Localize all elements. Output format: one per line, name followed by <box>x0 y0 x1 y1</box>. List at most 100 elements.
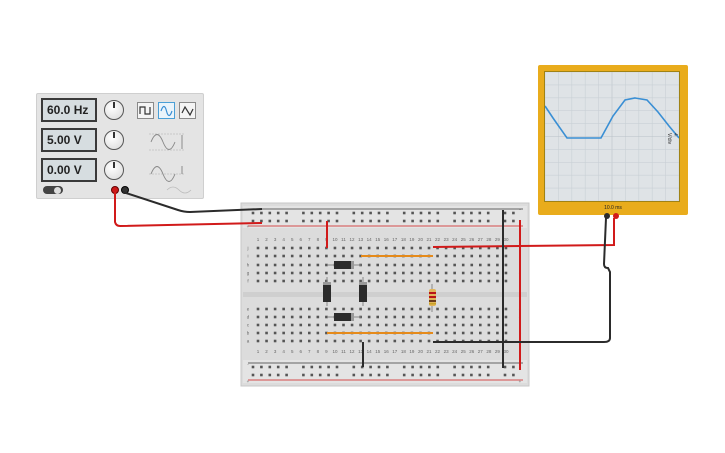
breadboard-hole[interactable] <box>386 365 389 369</box>
breadboard-hole[interactable] <box>327 365 330 369</box>
breadboard-hole[interactable] <box>512 219 515 223</box>
breadboard-hole[interactable] <box>377 211 381 215</box>
breadboard-hole[interactable] <box>496 323 499 327</box>
breadboard-hole[interactable] <box>265 307 268 311</box>
breadboard-hole[interactable] <box>496 331 499 335</box>
breadboard-hole[interactable] <box>308 271 311 275</box>
power-switch[interactable] <box>43 186 63 194</box>
breadboard-hole[interactable] <box>377 365 381 369</box>
breadboard-hole[interactable] <box>453 323 456 327</box>
breadboard-hole[interactable] <box>486 211 490 215</box>
breadboard-hole[interactable] <box>276 365 280 369</box>
breadboard-hole[interactable] <box>428 219 431 223</box>
breadboard-hole[interactable] <box>410 263 414 267</box>
breadboard-hole[interactable] <box>282 271 285 275</box>
breadboard-hole[interactable] <box>402 323 405 327</box>
breadboard-hole[interactable] <box>419 211 423 215</box>
breadboard-hole[interactable] <box>436 254 439 258</box>
breadboard-hole[interactable] <box>359 246 362 250</box>
breadboard-hole[interactable] <box>453 263 456 267</box>
breadboard-hole[interactable] <box>410 307 414 311</box>
breadboard-hole[interactable] <box>410 279 414 283</box>
breadboard-hole[interactable] <box>503 365 507 369</box>
breadboard-hole[interactable] <box>504 331 508 335</box>
breadboard-hole[interactable] <box>350 279 354 283</box>
breadboard-hole[interactable] <box>299 331 303 335</box>
breadboard-hole[interactable] <box>302 219 305 223</box>
breadboard-hole[interactable] <box>273 271 277 275</box>
breadboard-hole[interactable] <box>504 263 508 267</box>
breadboard-hole[interactable] <box>325 263 328 267</box>
breadboard-hole[interactable] <box>299 263 303 267</box>
breadboard-hole[interactable] <box>393 323 397 327</box>
breadboard-hole[interactable] <box>316 315 320 319</box>
breadboard-hole[interactable] <box>444 323 448 327</box>
breadboard-hole[interactable] <box>285 219 288 223</box>
breadboard-hole[interactable] <box>342 271 345 275</box>
breadboard-hole[interactable] <box>316 271 320 275</box>
breadboard-hole[interactable] <box>393 339 397 343</box>
breadboard-hole[interactable] <box>325 254 328 258</box>
breadboard-hole[interactable] <box>310 211 314 215</box>
breadboard-hole[interactable] <box>479 263 482 267</box>
breadboard-hole[interactable] <box>290 246 294 250</box>
breadboard-hole[interactable] <box>367 279 371 283</box>
red-wire-scope[interactable] <box>432 218 615 248</box>
breadboard-hole[interactable] <box>308 323 311 327</box>
breadboard-hole[interactable] <box>470 246 474 250</box>
breadboard-hole[interactable] <box>470 263 474 267</box>
breadboard-hole[interactable] <box>282 331 285 335</box>
breadboard-hole[interactable] <box>276 373 280 377</box>
breadboard-hole[interactable] <box>470 307 474 311</box>
breadboard-hole[interactable] <box>369 219 372 223</box>
breadboard-hole[interactable] <box>461 373 465 377</box>
breadboard-hole[interactable] <box>359 339 362 343</box>
breadboard-hole[interactable] <box>504 279 508 283</box>
breadboard-hole[interactable] <box>419 315 422 319</box>
breadboard-hole[interactable] <box>410 339 414 343</box>
breadboard-hole[interactable] <box>376 246 379 250</box>
breadboard-hole[interactable] <box>290 323 294 327</box>
breadboard-hole[interactable] <box>260 211 263 215</box>
breadboard-hole[interactable] <box>282 315 285 319</box>
breadboard-hole[interactable] <box>419 307 422 311</box>
breadboard-hole[interactable] <box>265 339 268 343</box>
breadboard-hole[interactable] <box>376 271 379 275</box>
breadboard-hole[interactable] <box>369 211 372 215</box>
breadboard-hole[interactable] <box>256 254 260 258</box>
breadboard-hole[interactable] <box>256 307 260 311</box>
breadboard-hole[interactable] <box>486 373 490 377</box>
breadboard-hole[interactable] <box>376 279 379 283</box>
breadboard-hole[interactable] <box>376 263 379 267</box>
dc-offset-knob[interactable] <box>104 160 124 180</box>
breadboard-hole[interactable] <box>411 211 414 215</box>
breadboard-hole[interactable] <box>359 271 362 275</box>
breadboard-hole[interactable] <box>453 246 456 250</box>
breadboard-hole[interactable] <box>402 219 406 223</box>
breadboard-hole[interactable] <box>316 263 320 267</box>
breadboard-hole[interactable] <box>503 211 507 215</box>
breadboard-hole[interactable] <box>402 246 405 250</box>
breadboard-hole[interactable] <box>411 219 414 223</box>
breadboard-hole[interactable] <box>325 315 328 319</box>
breadboard-hole[interactable] <box>461 279 465 283</box>
breadboard-hole[interactable] <box>496 315 499 319</box>
breadboard-hole[interactable] <box>310 219 314 223</box>
breadboard-hole[interactable] <box>299 315 303 319</box>
breadboard-hole[interactable] <box>479 323 482 327</box>
breadboard-hole[interactable] <box>478 365 482 369</box>
breadboard-hole[interactable] <box>496 246 499 250</box>
breadboard-hole[interactable] <box>461 307 465 311</box>
breadboard-hole[interactable] <box>436 263 439 267</box>
breadboard-hole[interactable] <box>342 279 345 283</box>
breadboard-hole[interactable] <box>496 307 499 311</box>
breadboard-hole[interactable] <box>342 307 345 311</box>
breadboard-hole[interactable] <box>384 323 388 327</box>
breadboard-hole[interactable] <box>327 219 330 223</box>
breadboard-hole[interactable] <box>256 339 260 343</box>
breadboard-hole[interactable] <box>360 373 364 377</box>
breadboard-hole[interactable] <box>504 254 508 258</box>
breadboard-hole[interactable] <box>333 254 337 258</box>
breadboard-hole[interactable] <box>308 307 311 311</box>
breadboard-hole[interactable] <box>512 365 515 369</box>
